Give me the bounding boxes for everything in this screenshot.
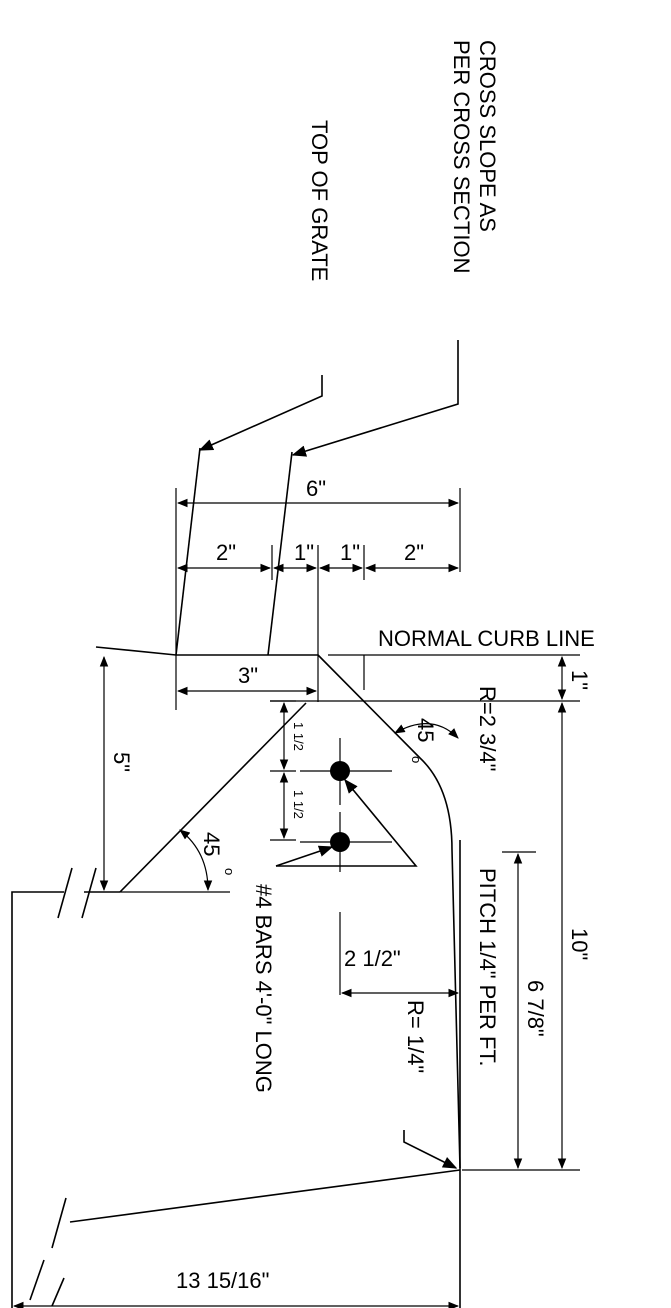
wedge-slope-line bbox=[119, 702, 307, 893]
rebar-1 bbox=[330, 761, 350, 781]
break-mark-1a bbox=[57, 867, 73, 919]
angle-45-top-arc bbox=[394, 723, 459, 739]
grate-slope-line bbox=[175, 447, 201, 656]
break-mark-1b bbox=[81, 867, 97, 919]
top-of-grate-leader bbox=[198, 375, 323, 451]
break-mark-2c bbox=[51, 1277, 65, 1307]
dimension-13-15-16-label: 13 15/16" bbox=[176, 1268, 269, 1293]
break-mark-2b bbox=[29, 1259, 45, 1301]
break-mark-2a bbox=[51, 1197, 67, 1249]
angle-45-top-label: 45 bbox=[413, 718, 438, 742]
dimension-1-a-label: 1" bbox=[294, 540, 314, 565]
bars-leader-2 bbox=[275, 845, 334, 867]
cross-slope-label-line2: PER CROSS SECTION bbox=[449, 40, 474, 273]
dimension-2-right-label: 2" bbox=[404, 540, 424, 565]
slab-top-line bbox=[95, 646, 177, 656]
dimension-2-left-label: 2" bbox=[216, 540, 236, 565]
bars-note-label: #4 BARS 4'-0" LONG bbox=[251, 884, 276, 1093]
dimension-10-label: 10" bbox=[567, 928, 592, 960]
bar-spacing-1-label: 1 1/2 bbox=[291, 722, 306, 751]
top-of-grate-label: TOP OF GRATE bbox=[307, 120, 332, 281]
dimension-6-label: 6" bbox=[306, 476, 326, 501]
dimension-6-7-8-label: 6 7/8" bbox=[523, 980, 548, 1037]
cross-slope-leader bbox=[291, 340, 459, 457]
normal-curb-line-label: NORMAL CURB LINE bbox=[378, 626, 595, 651]
bars-leader-1 bbox=[276, 778, 418, 867]
angle-45-bottom-arc bbox=[179, 829, 213, 892]
cross-slope-label-line1: CROSS SLOPE AS bbox=[475, 40, 500, 232]
pitch-note-label: PITCH 1/4" PER FT. bbox=[475, 868, 500, 1067]
dimension-2-1-2-label: 2 1/2" bbox=[344, 946, 401, 971]
left-edge-line bbox=[11, 891, 64, 1308]
radius-1-4-label: R= 1/4" bbox=[403, 1000, 428, 1073]
dimension-3-label: 3" bbox=[238, 663, 258, 688]
rebar-2 bbox=[330, 832, 350, 852]
dimension-5-label: 5" bbox=[109, 752, 134, 772]
slab-bottom-line bbox=[69, 1169, 461, 1223]
curb-face-profile bbox=[317, 654, 461, 1169]
angle-45-bottom-degree: o bbox=[222, 868, 237, 875]
dimension-1-b-label: 1" bbox=[340, 540, 360, 565]
dimension-1-curb-label: 1" bbox=[567, 670, 592, 690]
bar-spacing-2-label: 1 1/2 bbox=[291, 790, 306, 819]
radius-1-4-leader bbox=[403, 1130, 458, 1169]
angle-45-top-degree: o bbox=[409, 756, 424, 763]
angle-45-bottom-label: 45 bbox=[199, 832, 224, 856]
radius-2-3-4-label: R=2 3/4" bbox=[475, 686, 500, 771]
cross-slope-line bbox=[267, 451, 293, 656]
